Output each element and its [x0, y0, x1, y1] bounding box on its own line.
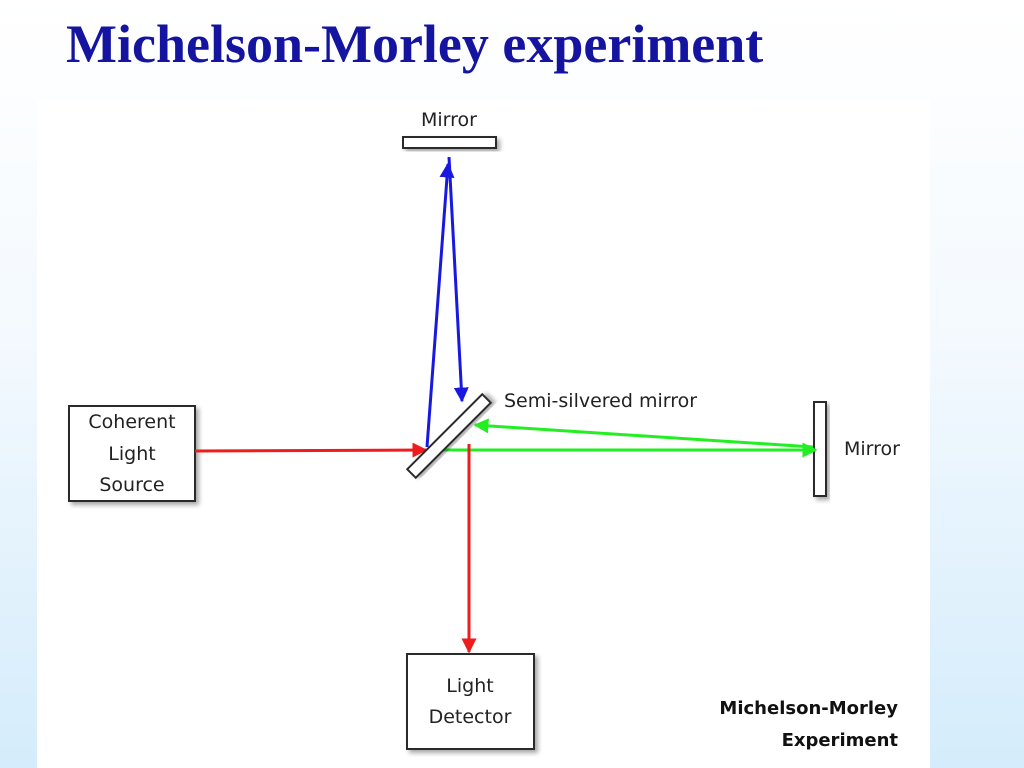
right-mirror-label: Mirror	[844, 438, 900, 460]
interferometer-diagram: Mirror Mirror Coherent Light Source Ligh…	[68, 109, 900, 751]
detector-label-line2: Detector	[429, 706, 512, 728]
diagram-caption-line1: Michelson-Morley	[719, 698, 898, 719]
light-source-box	[68, 405, 196, 502]
detector-label-line1: Light	[446, 675, 493, 697]
diagram-panel: Mirror Mirror Coherent Light Source Ligh…	[37, 100, 930, 768]
green-beam-back	[473, 418, 814, 449]
blue-beam-up	[425, 162, 455, 448]
source-label-line3: Source	[99, 474, 164, 496]
top-mirror	[402, 136, 497, 149]
top-mirror-label: Mirror	[421, 109, 477, 131]
source-beam	[194, 442, 428, 458]
beam-splitter	[405, 392, 493, 480]
source-label-line2: Light	[108, 443, 155, 465]
beam-splitter-label: Semi-silvered mirror	[504, 390, 697, 412]
diagram-caption-line2: Experiment	[782, 730, 899, 751]
source-label-line1: Coherent	[88, 411, 175, 433]
slide-title: Michelson-Morley experiment	[66, 14, 764, 74]
light-detector-box	[406, 653, 535, 750]
blue-beam-down	[447, 156, 469, 403]
